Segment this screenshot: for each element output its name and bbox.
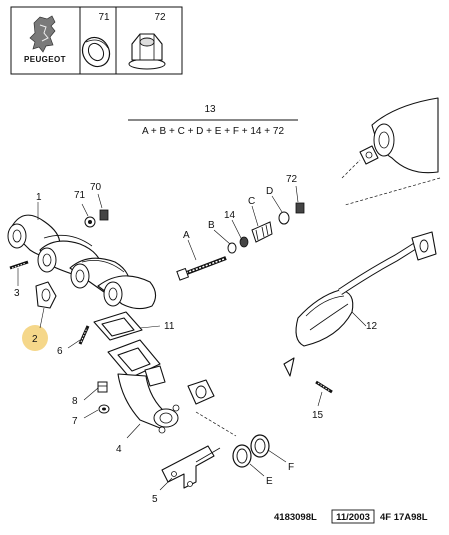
callout-B: B (208, 220, 215, 231)
callout-A: A (183, 230, 190, 241)
callout-15: 15 (312, 410, 324, 421)
callout-7: 7 (72, 416, 78, 427)
callout-8: 8 (72, 396, 78, 407)
exhaust-manifold (7, 214, 157, 310)
downpipe-bracket (161, 445, 221, 489)
footer-code: 4F 17A98L (380, 512, 428, 523)
callout-F: F (288, 462, 294, 473)
sealing-rings (195, 411, 270, 468)
callout-3: 3 (14, 288, 20, 299)
front-downpipe (107, 339, 180, 434)
header-box-label-72: 72 (154, 12, 166, 23)
clamp-bolt (176, 256, 227, 281)
rear-silencer-outline (341, 97, 441, 206)
spring-bolt (315, 380, 333, 394)
downpipe-stud (78, 325, 90, 345)
callout-4: 4 (116, 444, 122, 455)
clamp-hardware (227, 202, 305, 254)
callout-12: 12 (366, 321, 378, 332)
leader-lines (17, 185, 367, 491)
kit-ref: 13 (204, 104, 216, 115)
flange-nut-icon (128, 33, 166, 70)
callout-14: 14 (224, 210, 236, 221)
ring-and-nut-top (84, 209, 109, 228)
highlight-marker (22, 325, 48, 351)
callout-71: 71 (74, 190, 86, 201)
callout-D: D (266, 186, 273, 197)
callout-1: 1 (36, 192, 42, 203)
kit-formula: A + B + C + D + E + F + 14 + 72 (142, 126, 284, 137)
manifold-stud (9, 260, 29, 270)
peugeot-lion-icon (29, 15, 56, 53)
callout-70: 70 (90, 182, 102, 193)
header-box-label-71: 71 (98, 12, 110, 23)
footer-ref: 4183098L (274, 512, 317, 523)
callout-C: C (248, 196, 255, 207)
callout-72: 72 (286, 174, 298, 185)
downpipe-gasket (93, 311, 143, 341)
callout-E: E (266, 476, 273, 487)
callout-labels: 1 2 3 4 5 6 7 8 11 12 14 15 70 71 72 A B… (14, 174, 378, 505)
callout-11: 11 (164, 321, 175, 332)
downpipe-nuts (97, 381, 110, 414)
footer-date: 11/2003 (336, 512, 370, 523)
washer-ring-icon (81, 36, 111, 68)
callout-6: 6 (57, 346, 63, 357)
manifold-gasket (35, 281, 57, 309)
kit-composition: 13 A + B + C + D + E + F + 14 + 72 (128, 104, 298, 137)
callout-2: 2 (32, 334, 38, 345)
footer: 4183098L 11/2003 4F 17A98L (274, 509, 428, 524)
catalyst-pipe (187, 231, 437, 405)
header-panel: PEUGEOT 71 72 (10, 6, 183, 75)
callout-5: 5 (152, 494, 158, 505)
brand-name: PEUGEOT (24, 55, 66, 64)
